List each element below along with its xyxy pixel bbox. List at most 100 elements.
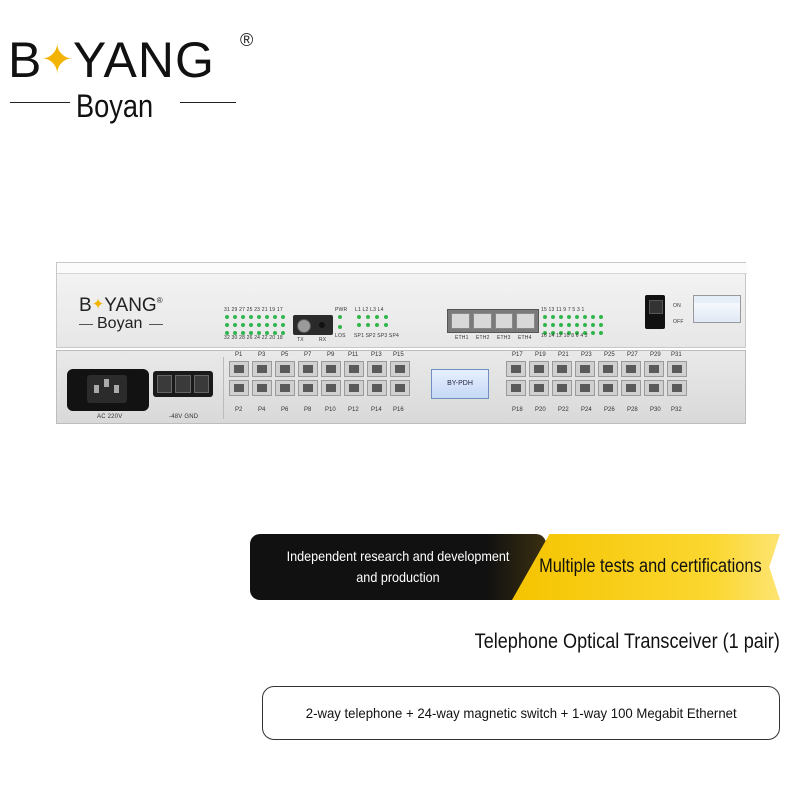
- port-label: P11: [348, 352, 359, 358]
- brand-wordmark: B✦YANG: [8, 32, 215, 88]
- led: [225, 323, 229, 327]
- dc-label: -48V GND: [169, 414, 199, 420]
- led: [273, 315, 277, 319]
- device-logo: B✦YANG®: [79, 295, 163, 317]
- rj-port: [529, 380, 549, 396]
- pwr-label: PWR: [335, 307, 348, 313]
- logo-divider-right: [180, 102, 236, 103]
- port-label: P9: [327, 352, 335, 358]
- port-label: P19: [535, 352, 546, 358]
- port-label: P1: [235, 352, 243, 358]
- eth-label: ETH4: [518, 335, 532, 341]
- led: [599, 323, 603, 327]
- led: [375, 323, 379, 327]
- rj-port: [529, 361, 549, 377]
- sp-labels: SP1 SP2 SP3 SP4: [354, 333, 399, 339]
- banner-research-line-1: Independent research and development: [286, 548, 510, 564]
- product-title: Telephone Optical Transceiver (1 pair): [420, 630, 780, 654]
- eth-label: ETH1: [455, 335, 469, 341]
- rj-port: [552, 361, 572, 377]
- power-inlet: [67, 369, 149, 411]
- port-label: P13: [371, 352, 382, 358]
- led: [225, 315, 229, 319]
- terminal-cell: [193, 375, 209, 393]
- product-title-text: Telephone Optical Transceiver (1 pair): [474, 630, 780, 653]
- port-label: P6: [281, 407, 289, 413]
- rj-port: [252, 380, 272, 396]
- terminal-cell: [157, 375, 173, 393]
- rj-port: [575, 361, 595, 377]
- led-right-bottom-labels: 16 14 12 10 8 6 4 2: [541, 333, 588, 339]
- led: [265, 315, 269, 319]
- led: [567, 331, 571, 335]
- led-bottom-labels: 32 30 28 26 24 22 20 18: [224, 335, 283, 341]
- led: [583, 315, 587, 319]
- led: [599, 331, 603, 335]
- rj-port: [321, 380, 341, 396]
- rj11-ports-right: [506, 361, 687, 396]
- rj-port: [275, 361, 295, 377]
- port-label: P10: [325, 407, 336, 413]
- rj-port: [229, 361, 249, 377]
- led: [273, 331, 277, 335]
- ac-label: AC 220V: [97, 414, 123, 420]
- led: [551, 331, 555, 335]
- led: [357, 323, 361, 327]
- port-label: P21: [558, 352, 569, 358]
- rj-port: [644, 361, 664, 377]
- port-label: P24: [581, 407, 592, 413]
- rj-port: [598, 380, 618, 396]
- port-label: P23: [581, 352, 592, 358]
- led: [384, 323, 388, 327]
- led: [273, 323, 277, 327]
- led: [583, 323, 587, 327]
- rj-port: [229, 380, 249, 396]
- pwr-led: [338, 315, 342, 319]
- led: [567, 323, 571, 327]
- power-socket: [87, 375, 127, 403]
- eth-jack: [451, 313, 470, 329]
- pdh-sticker-text: BY-PDH: [447, 380, 473, 387]
- rj-port: [252, 361, 272, 377]
- led: [575, 323, 579, 327]
- pin: [114, 385, 119, 393]
- rj-port: [344, 361, 364, 377]
- led: [543, 331, 547, 335]
- led: [591, 331, 595, 335]
- device-logo-yang: YANG: [104, 295, 157, 316]
- brand-letter-b: B: [8, 32, 43, 88]
- port-label: P14: [371, 407, 382, 413]
- brand-logo: B✦YANG ® Boyan: [8, 30, 258, 130]
- eth-jack: [516, 313, 535, 329]
- led: [599, 315, 603, 319]
- led: [559, 323, 563, 327]
- led: [249, 315, 253, 319]
- led: [233, 323, 237, 327]
- device-image: B✦YANG® Boyan 31 29 27 25 23 21 19 17 32…: [56, 262, 747, 424]
- led: [257, 323, 261, 327]
- led: [567, 315, 571, 319]
- device-registered-mark: ®: [156, 296, 163, 305]
- led: [559, 315, 563, 319]
- led: [249, 331, 253, 335]
- fiber-receiver: [319, 322, 325, 328]
- port-label: P16: [393, 407, 404, 413]
- fiber-port: [293, 315, 333, 335]
- led: [357, 315, 361, 319]
- led: [591, 315, 595, 319]
- banner-research-line-2: and production: [356, 569, 440, 585]
- brand-letters-yang: YANG: [72, 32, 215, 88]
- rj-port: [298, 380, 318, 396]
- switch-off-label: OFF: [673, 319, 684, 325]
- rj-port: [644, 380, 664, 396]
- port-label: P29: [650, 352, 661, 358]
- led: [241, 331, 245, 335]
- led: [233, 315, 237, 319]
- rj-port: [667, 380, 687, 396]
- fiber-rx-label: RX: [319, 337, 327, 343]
- panel-divider: [223, 357, 224, 419]
- port-label: P20: [535, 407, 546, 413]
- port-label: P8: [304, 407, 312, 413]
- led: [265, 331, 269, 335]
- rj11-ports-left: [229, 361, 410, 396]
